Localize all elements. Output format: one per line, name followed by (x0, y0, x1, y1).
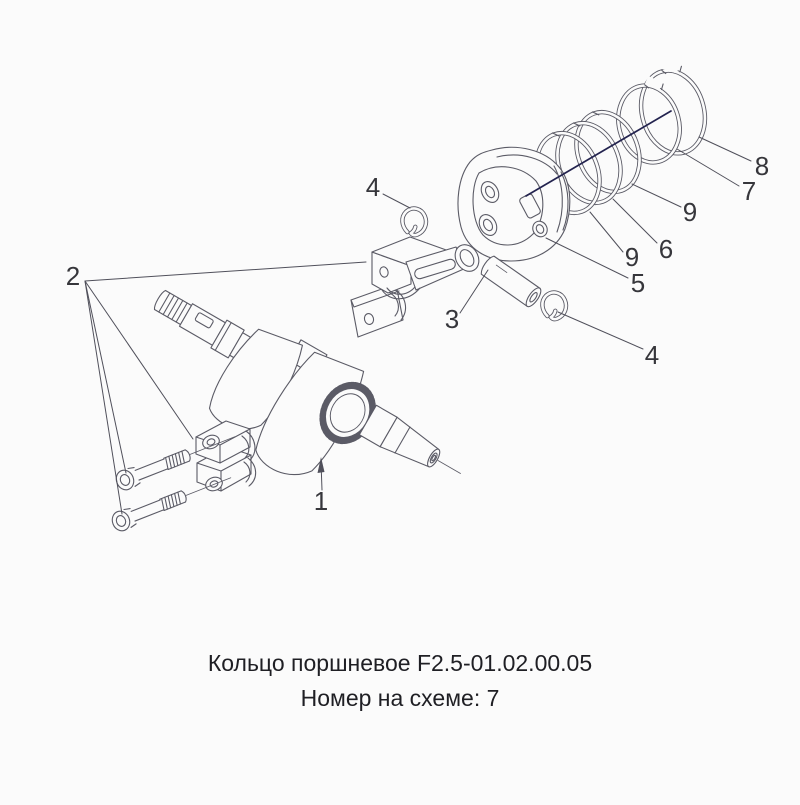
svg-text:7: 7 (742, 176, 756, 206)
highlight-line-part-7 (525, 110, 672, 197)
svg-text:8: 8 (755, 151, 769, 181)
callout-9-left: 9 (589, 211, 639, 272)
caption: Кольцо поршневое F2.5-01.02.00.05 Номер … (0, 646, 800, 716)
bearing-caps (195, 420, 257, 492)
svg-text:1: 1 (314, 486, 328, 516)
svg-text:6: 6 (659, 234, 673, 264)
circlip-upper (400, 206, 429, 238)
svg-text:4: 4 (366, 172, 380, 202)
callout-6: 6 (612, 198, 673, 264)
compression-ring-9-right (574, 109, 642, 195)
piston-ring-7 (616, 76, 682, 165)
connecting-rod (350, 236, 480, 338)
svg-text:9: 9 (683, 197, 697, 227)
svg-text:9: 9 (625, 242, 639, 272)
circlip-lower (540, 290, 569, 322)
callouts: 8 7 9 6 9 5 4 4 (66, 136, 769, 516)
piston-ring-8 (638, 60, 708, 156)
cap-bolt-lower (111, 477, 232, 532)
piston (457, 146, 571, 262)
piston-pin-boss-upper (480, 181, 500, 203)
callout-8: 8 (698, 136, 769, 181)
svg-text:4: 4 (645, 340, 659, 370)
rod-small-end (454, 244, 480, 272)
caption-part-name: Кольцо поршневое F2.5-01.02.00.05 (207, 650, 593, 676)
piston-boss-circle (532, 220, 548, 238)
piston-window (519, 193, 541, 219)
svg-text:5: 5 (631, 268, 645, 298)
callout-1: 1 (314, 457, 328, 516)
crankshaft (153, 289, 461, 476)
callout-4-upper: 4 (366, 172, 411, 209)
callout-3: 3 (445, 269, 489, 334)
callout-5: 5 (545, 237, 645, 298)
svg-text:3: 3 (445, 304, 459, 334)
piston-pin-boss-lower (478, 214, 498, 236)
callout-7: 7 (676, 148, 756, 206)
callout-4-lower: 4 (557, 311, 659, 370)
cap-bolt-upper (115, 436, 236, 491)
callout-9-right: 9 (631, 183, 697, 227)
piston-pin (480, 255, 542, 308)
callout-2: 2 (66, 261, 367, 515)
svg-text:2: 2 (66, 261, 80, 291)
caption-scheme-number: Номер на схеме: 7 (300, 685, 500, 711)
